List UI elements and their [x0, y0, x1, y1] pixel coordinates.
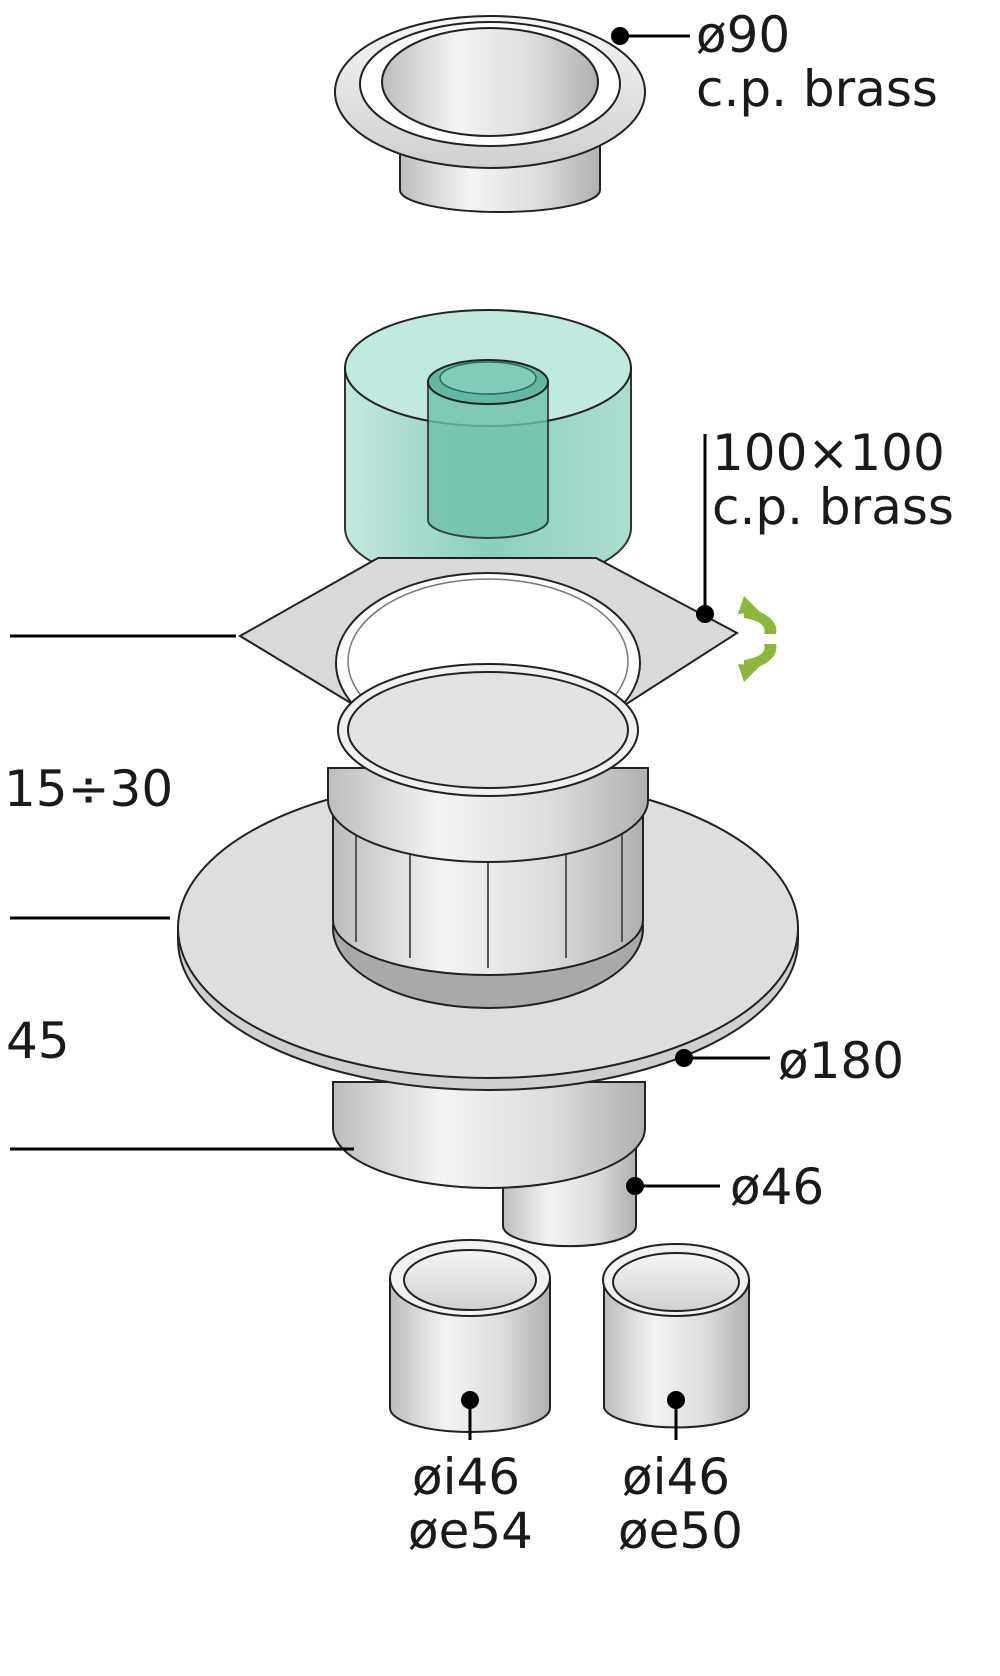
drain-body [177, 663, 799, 1248]
top-cover-diameter-label: ø90 [696, 6, 790, 64]
outlet-leader [626, 1177, 720, 1195]
grate-size-label: 100×100 [712, 424, 945, 482]
top-cover-material-label: c.p. brass [696, 60, 938, 118]
adapter-left [389, 1239, 551, 1433]
top-cover [334, 15, 646, 213]
adapter-left-leader [461, 1391, 479, 1440]
height-range-label: 15÷30 [4, 760, 173, 818]
grate-leader [696, 434, 714, 623]
adapter-right [602, 1243, 750, 1429]
adapter-right-leader [667, 1391, 685, 1440]
adapter-right-outer-label: øe50 [618, 1502, 743, 1560]
adapter-left-outer-label: øe54 [408, 1502, 533, 1560]
adapter-right-inner-label: øi46 [622, 1448, 730, 1506]
flange-leader [675, 1049, 770, 1067]
outlet-diameter-label: ø46 [730, 1158, 824, 1216]
body-height-label: 45 [6, 1012, 70, 1070]
top-cover-leader [611, 27, 690, 45]
rotate-arrows-icon [738, 596, 777, 682]
grate-material-label: c.p. brass [712, 478, 954, 536]
odour-trap [344, 309, 632, 587]
adapter-left-inner-label: øi46 [412, 1448, 520, 1506]
flange-diameter-label: ø180 [778, 1032, 904, 1090]
